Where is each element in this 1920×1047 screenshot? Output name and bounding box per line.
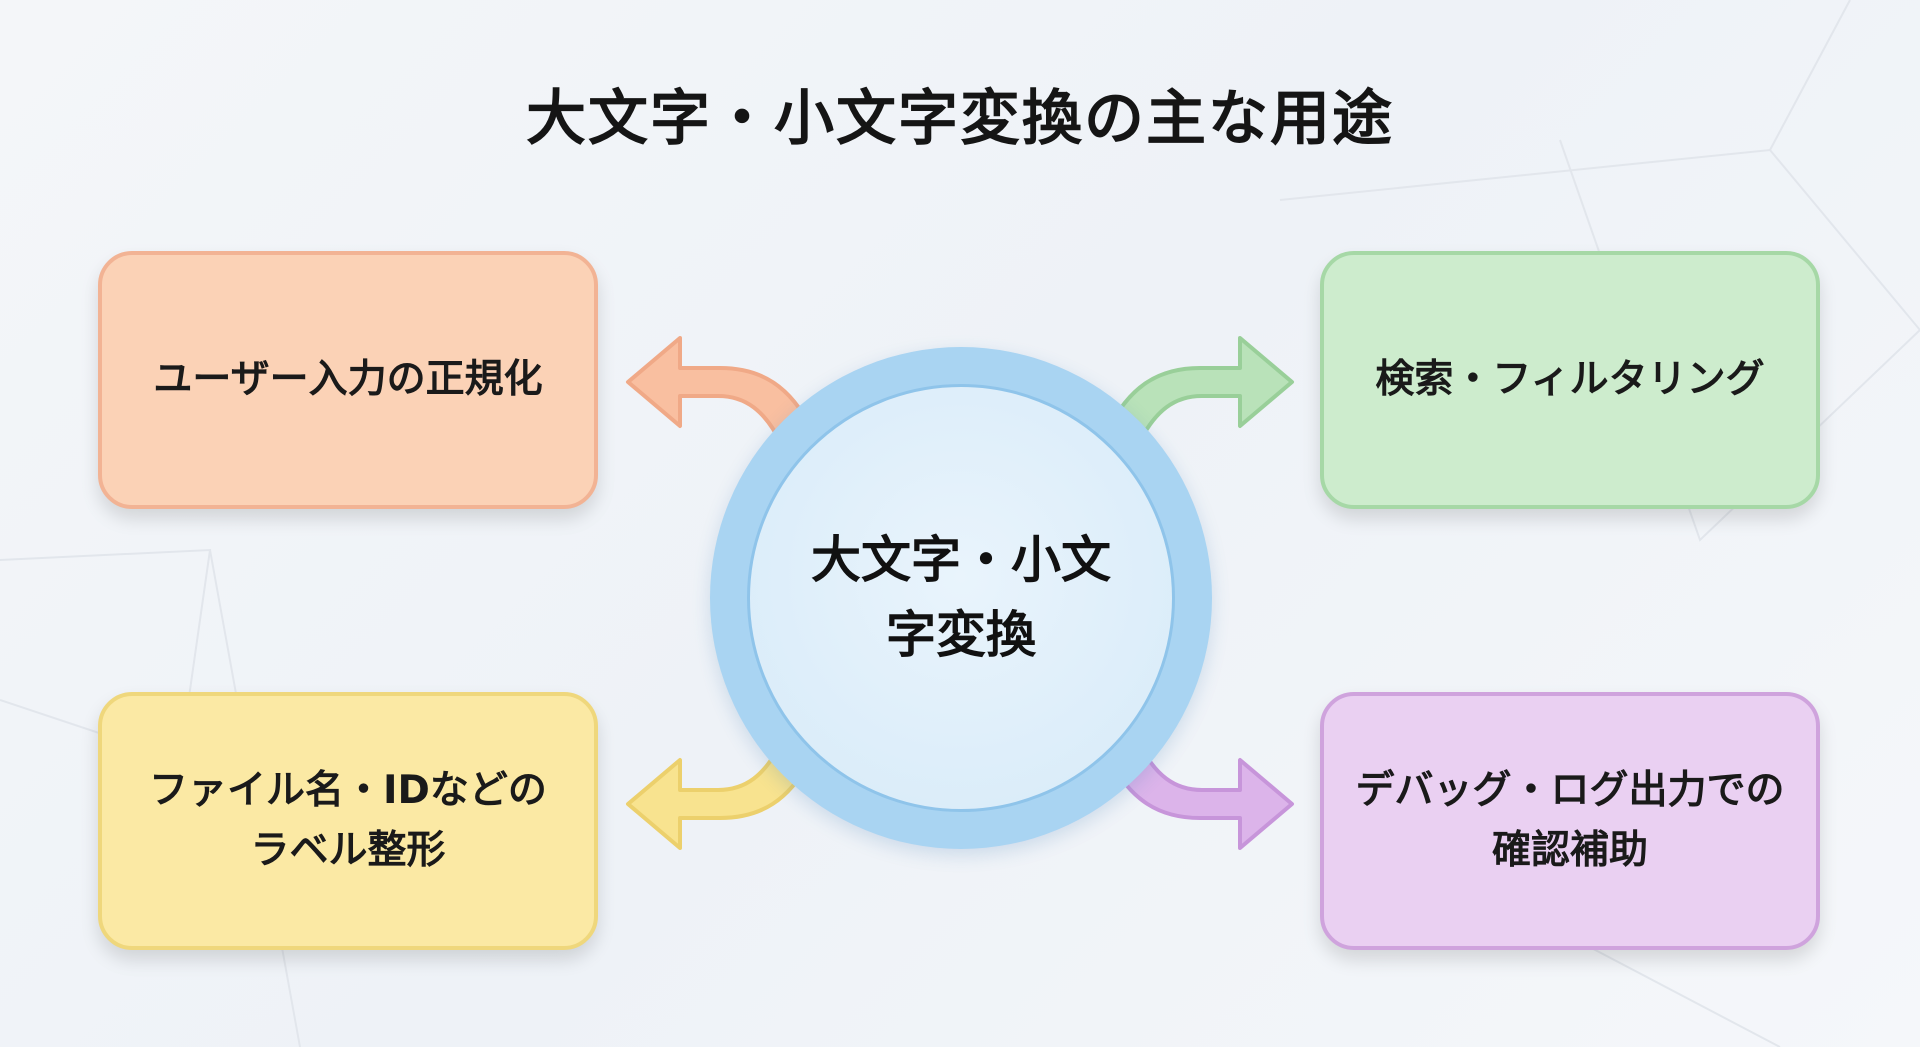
- arrow-to-bottom-right: [1106, 739, 1294, 850]
- arrow-to-bottom-left: [626, 739, 814, 850]
- use-box-debug-logging: デバッグ・ログ出力での確認補助: [1320, 692, 1820, 950]
- use-box-label-formatting: ファイル名・IDなどのラベル整形: [98, 692, 598, 950]
- arrow-to-top-left: [626, 336, 814, 447]
- use-box-input-normalization: ユーザー入力の正規化: [98, 251, 598, 509]
- center-label: 大文字・小文字変換: [811, 531, 1111, 664]
- use-label: デバッグ・ログ出力での確認補助: [1355, 767, 1785, 873]
- use-label: 検索・フィルタリング: [1375, 356, 1765, 402]
- use-label: ファイル名・IDなどのラベル整形: [149, 767, 547, 873]
- use-box-search-filtering: 検索・フィルタリング: [1320, 251, 1820, 509]
- arrow-to-top-right: [1106, 336, 1294, 447]
- center-circle: 大文字・小文字変換: [747, 384, 1175, 812]
- diagram-title: 大文字・小文字変換の主な用途: [526, 84, 1394, 154]
- use-label: ユーザー入力の正規化: [153, 356, 543, 402]
